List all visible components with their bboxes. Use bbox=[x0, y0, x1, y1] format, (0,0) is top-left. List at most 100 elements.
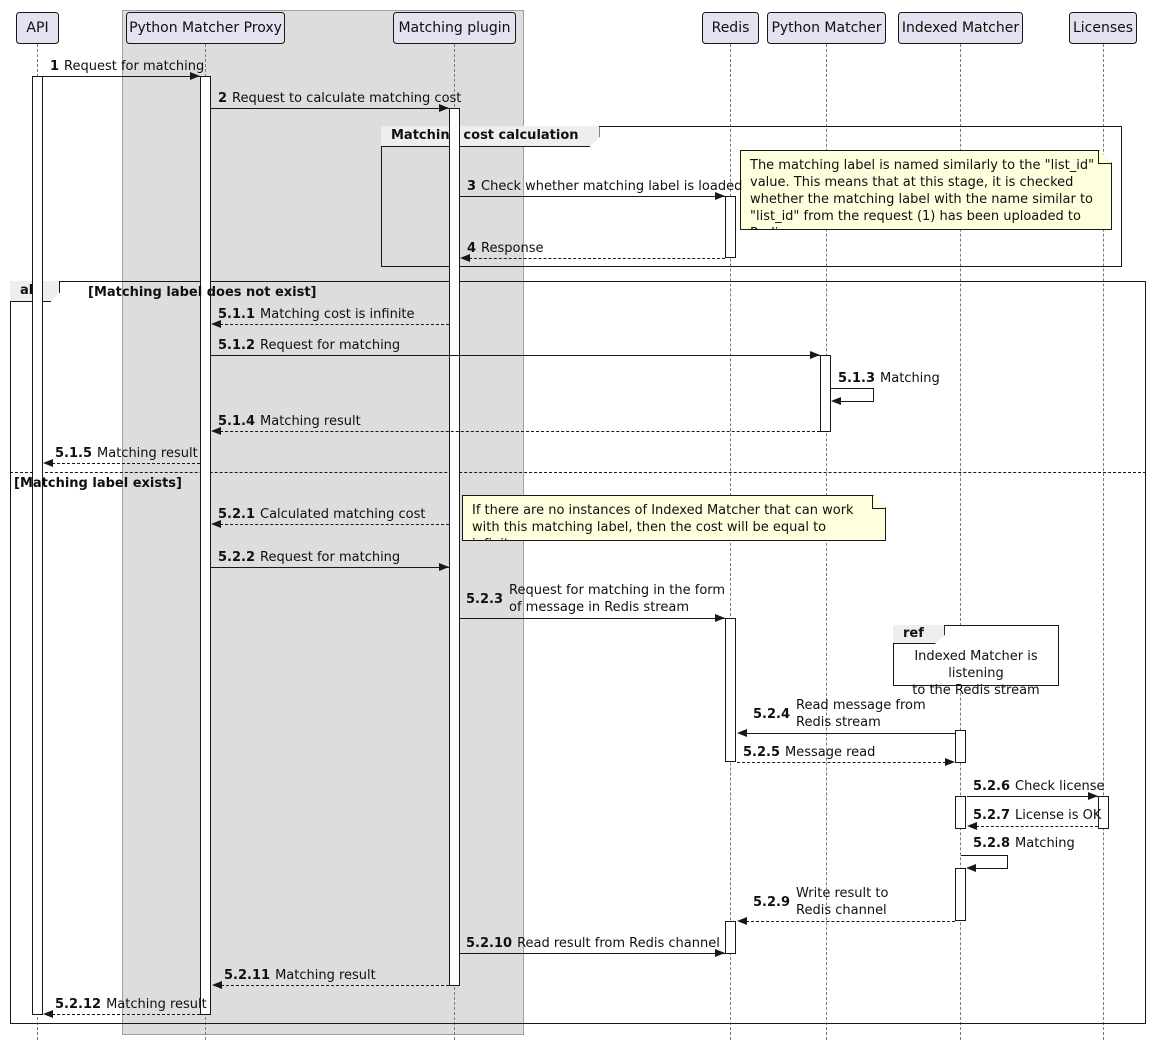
msg-5-2-4-arrowhead bbox=[737, 729, 747, 737]
activation-indexed-matcher-3 bbox=[955, 868, 966, 921]
msg-5-2-12-arrowhead bbox=[43, 1010, 53, 1018]
frame-matching-cost-calculation-title: Matching cost calculation bbox=[381, 126, 600, 147]
msg-5-1-5-line bbox=[52, 463, 200, 464]
msg-5-2-1-arrowhead bbox=[211, 520, 221, 528]
msg-5-2-7-line bbox=[976, 826, 1098, 827]
msg-5-2-5-line bbox=[737, 762, 946, 763]
participant-api: API bbox=[16, 12, 59, 44]
activation-matching-plugin bbox=[449, 108, 460, 986]
msg-5-1-3-line-right bbox=[873, 388, 874, 401]
msg-5-2-9-line bbox=[746, 921, 955, 922]
msg-5-2-10-arrowhead bbox=[715, 949, 725, 957]
note-redis-matching-label-text: The matching label is named similarly to… bbox=[750, 158, 1095, 241]
ref-text: Indexed Matcher is listening to the Redi… bbox=[897, 648, 1055, 699]
msg-3-line bbox=[460, 196, 725, 197]
frame-matching-cost-calculation bbox=[381, 126, 1122, 267]
alt-guard-exists: [Matching label exists] bbox=[14, 476, 182, 491]
participant-licenses: Licenses bbox=[1069, 12, 1137, 44]
activation-redis-2 bbox=[725, 618, 736, 762]
activation-python-matcher bbox=[820, 355, 831, 432]
msg-5-2-9-arrowhead bbox=[737, 917, 747, 925]
msg-2-arrowhead bbox=[439, 104, 449, 112]
msg-5-1-3-arrowhead bbox=[831, 397, 841, 405]
lifeline-indexed-matcher bbox=[960, 44, 961, 1040]
msg-5-2-11-line bbox=[221, 985, 449, 986]
lifeline-licenses bbox=[1103, 44, 1104, 1040]
msg-5-1-1-line bbox=[220, 324, 449, 325]
msg-5-2-4-line bbox=[746, 733, 955, 734]
participant-matching-plugin: Matching plugin bbox=[393, 12, 516, 44]
msg-5-2-8-line-right bbox=[1007, 855, 1008, 868]
msg-5-2-3-arrowhead bbox=[715, 614, 725, 622]
msg-5-2-8-line-bottom bbox=[975, 868, 1008, 869]
msg-5-2-3-line bbox=[460, 618, 725, 619]
note-cost-infinity: If there are no instances of Indexed Mat… bbox=[462, 495, 886, 541]
lifeline-python-matcher bbox=[826, 44, 827, 1040]
msg-5-2-5-arrowhead bbox=[945, 758, 955, 766]
participant-python-matcher: Python Matcher bbox=[767, 12, 886, 44]
participant-python-matcher-proxy: Python Matcher Proxy bbox=[126, 12, 285, 44]
msg-5-2-11-arrowhead bbox=[212, 981, 222, 989]
frame-ref-title: ref bbox=[893, 625, 945, 644]
msg-5-1-3-line-top bbox=[831, 388, 874, 389]
msg-5-2-2-arrowhead bbox=[439, 563, 449, 571]
activation-indexed-matcher-2 bbox=[955, 796, 966, 829]
msg-5-1-2-line bbox=[211, 355, 820, 356]
msg-3-arrowhead bbox=[715, 192, 725, 200]
ref-text-line2: to the Redis stream bbox=[912, 683, 1040, 698]
activation-licenses bbox=[1098, 796, 1109, 829]
msg-5-2-1-line bbox=[220, 524, 449, 525]
ref-text-line1: Indexed Matcher is listening bbox=[914, 649, 1038, 681]
msg-1-line bbox=[43, 76, 200, 77]
msg-5-2-8-arrowhead bbox=[966, 864, 976, 872]
msg-5-2-7-arrowhead bbox=[967, 822, 977, 830]
msg-5-1-5-arrowhead bbox=[43, 459, 53, 467]
participant-redis: Redis bbox=[702, 12, 759, 44]
note-redis-matching-label: The matching label is named similarly to… bbox=[740, 150, 1112, 230]
msg-5-1-1-arrowhead bbox=[211, 320, 221, 328]
msg-5-1-3-line-bottom bbox=[840, 401, 874, 402]
alt-guard-not-exist: [Matching label does not exist] bbox=[88, 285, 317, 300]
frame-alt bbox=[10, 281, 1146, 1024]
activation-api bbox=[32, 76, 43, 1015]
msg-5-1-2-arrowhead bbox=[810, 351, 820, 359]
lifeline-redis bbox=[730, 44, 731, 1040]
participant-indexed-matcher: Indexed Matcher bbox=[898, 12, 1023, 44]
msg-5-2-10-line bbox=[460, 953, 725, 954]
alt-divider bbox=[10, 472, 1146, 473]
activation-indexed-matcher-1 bbox=[955, 730, 966, 763]
msg-5-2-8-line-top bbox=[961, 855, 1008, 856]
activation-redis-3 bbox=[725, 921, 736, 954]
msg-5-2-6-line bbox=[967, 796, 1098, 797]
msg-4-line bbox=[469, 258, 725, 259]
msg-5-1-4-arrowhead bbox=[211, 427, 221, 435]
msg-1-arrowhead bbox=[190, 72, 200, 80]
activation-python-matcher-proxy bbox=[200, 76, 211, 1015]
msg-2-line bbox=[211, 108, 449, 109]
msg-5-1-4-line bbox=[220, 431, 820, 432]
activation-redis-1 bbox=[725, 196, 736, 258]
msg-5-2-12-line bbox=[52, 1014, 200, 1015]
msg-4-arrowhead bbox=[460, 254, 470, 262]
